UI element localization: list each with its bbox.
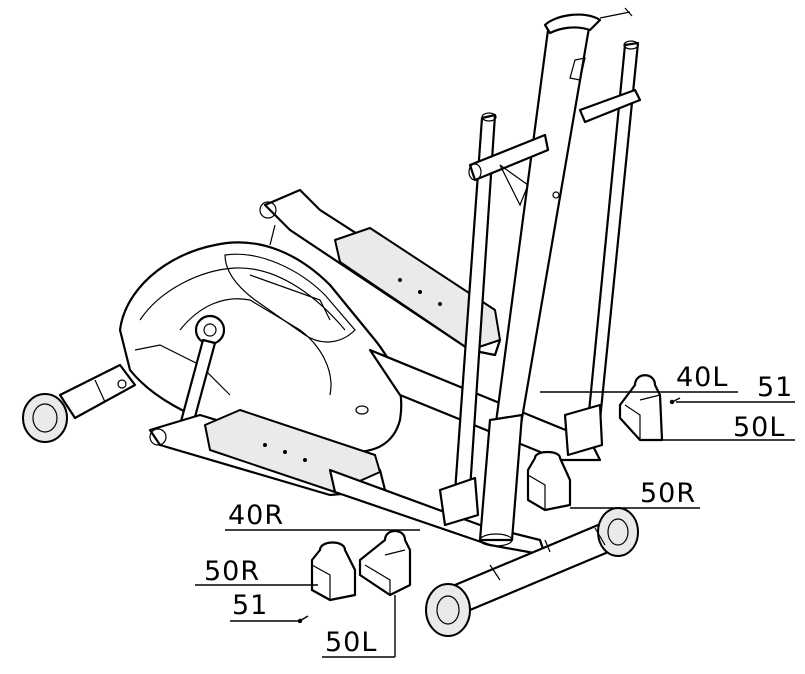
label-40R: 40R (228, 500, 284, 531)
part-50R-left (310, 541, 357, 602)
handlebar-uprights (438, 7, 642, 547)
part-50R-right (526, 450, 572, 512)
label-51-right: 51 (757, 372, 793, 403)
label-50L-bottom: 50L (325, 627, 377, 658)
rear-stabilizer (22, 363, 137, 443)
label-50R-right: 50R (640, 478, 696, 509)
front-stabilizer (425, 507, 639, 637)
leader-lines (195, 391, 795, 658)
part-50L-right (618, 374, 664, 442)
label-50L-right: 50L (733, 412, 785, 443)
label-40L: 40L (676, 362, 728, 393)
label-51-left: 51 (232, 590, 268, 621)
label-50R-left: 50R (204, 556, 260, 587)
right-pedal-assembly (259, 188, 502, 357)
part-50L-left (358, 529, 412, 597)
left-pedal-assembly (148, 314, 387, 497)
